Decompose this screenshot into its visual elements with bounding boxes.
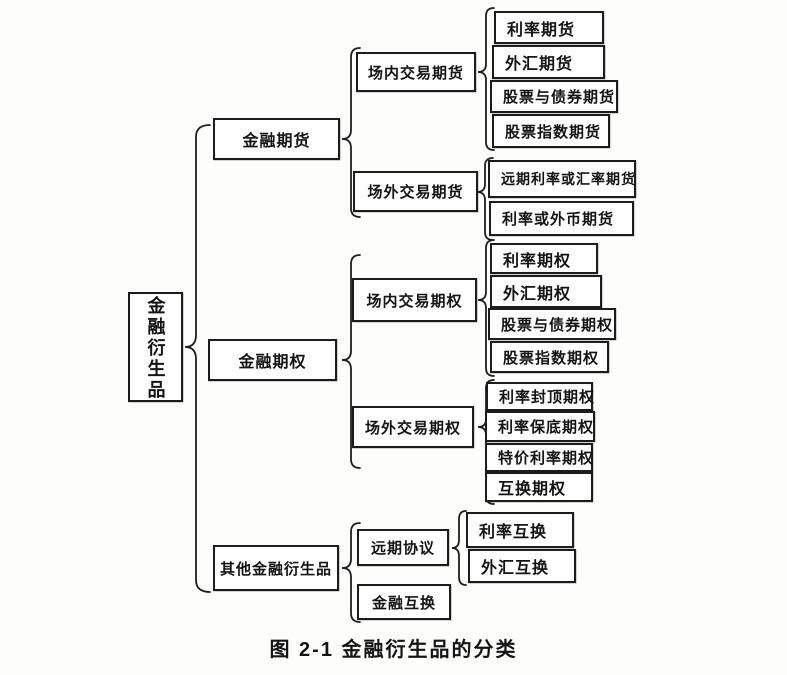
node-financial-derivatives: 金融衍生品 bbox=[128, 292, 183, 402]
node-stock-index-options: 股票指数期权 bbox=[490, 341, 609, 373]
node-fx-swaps: 外汇互换 bbox=[468, 549, 576, 583]
node-stock-bond-options: 股票与债券期权 bbox=[488, 308, 616, 340]
node-forward-rate-or-exchange-rate-futures: 远期利率或汇率期货 bbox=[488, 160, 636, 198]
node-swaptions: 互换期权 bbox=[485, 472, 593, 502]
node-special-rate-options: 特价利率期权 bbox=[485, 443, 593, 472]
brace-forward-agreements bbox=[451, 510, 467, 586]
node-rate-or-foreign-currency-futures: 利率或外币期货 bbox=[489, 201, 634, 236]
node-otc-futures: 场外交易期货 bbox=[353, 171, 478, 212]
node-financial-futures: 金融期货 bbox=[213, 118, 340, 160]
node-interest-rate-options: 利率期权 bbox=[490, 243, 598, 274]
node-fx-options: 外汇期权 bbox=[490, 275, 602, 308]
node-interest-rate-swaps: 利率互换 bbox=[466, 512, 574, 548]
figure-caption: 图 2-1 金融衍生品的分类 bbox=[269, 639, 518, 661]
node-fx-futures: 外汇期货 bbox=[492, 45, 605, 79]
node-rate-floor-options: 利率保底期权 bbox=[485, 411, 595, 442]
node-forward-agreements: 远期协议 bbox=[357, 529, 449, 566]
node-rate-cap-options: 利率封顶期权 bbox=[486, 382, 594, 411]
node-exchange-traded-options: 场内交易期权 bbox=[352, 278, 477, 322]
node-exchange-traded-futures: 场内交易期货 bbox=[356, 52, 476, 92]
node-stock-bond-futures: 股票与债券期货 bbox=[490, 80, 618, 113]
node-interest-rate-futures: 利率期货 bbox=[494, 11, 604, 44]
node-other-derivatives: 其他金融衍生品 bbox=[213, 545, 339, 591]
node-financial-options: 金融期权 bbox=[208, 339, 337, 381]
node-financial-swaps: 金融互换 bbox=[357, 584, 451, 620]
brace-root bbox=[184, 124, 211, 593]
node-otc-options: 场外交易期权 bbox=[352, 406, 474, 448]
node-stock-index-futures: 股票指数期货 bbox=[492, 114, 610, 148]
